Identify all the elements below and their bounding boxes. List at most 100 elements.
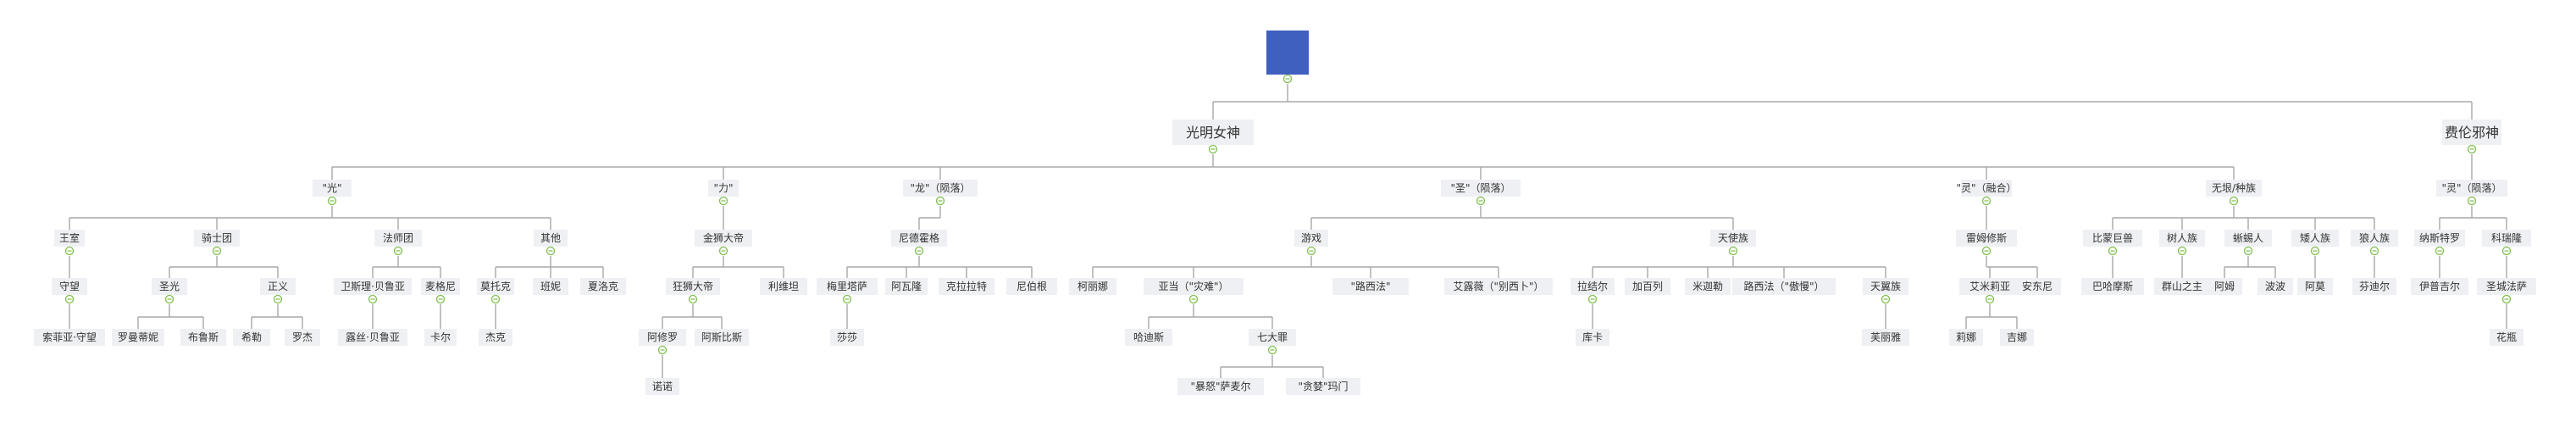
tree-node-e1a[interactable]: 艾米莉亚 [1959, 278, 2020, 295]
tree-node-a1a[interactable]: 守望 [52, 278, 87, 295]
tree-node-b1a1a[interactable]: 诺诺 [645, 378, 679, 395]
tree-node-d2e[interactable]: 天翼族 [1863, 278, 1908, 295]
tree-node-a1[interactable]: 王室 [54, 230, 85, 247]
node-label: 莎莎 [837, 331, 857, 343]
tree-node-g5[interactable]: "灵"（融合） [1956, 180, 2017, 197]
tree-node-f1a[interactable]: 巴哈摩斯 [2081, 278, 2144, 295]
node-box [1862, 329, 1909, 346]
tree-node-a1a1[interactable]: 索菲亚·守望 [34, 329, 105, 346]
tree-node-h2a1[interactable]: 花瓶 [2490, 329, 2523, 346]
tree-node-n1[interactable]: 光明女神 [1172, 120, 1254, 145]
node-box [645, 378, 679, 395]
tree-node-root[interactable] [1266, 31, 1309, 75]
node-label: 正义 [268, 281, 288, 292]
tree-node-f1[interactable]: 比蒙巨兽 [2083, 230, 2142, 247]
tree-node-a3b1[interactable]: 卡尔 [424, 329, 457, 346]
tree-node-d1a[interactable]: 柯丽娜 [1069, 278, 1116, 295]
tree-node-h2a[interactable]: 圣城法萨 [2477, 278, 2536, 295]
connector-d1b [1148, 304, 1273, 329]
tree-node-a2a2[interactable]: 布鲁斯 [180, 329, 226, 346]
tree-node-c1d[interactable]: 尼伯根 [1006, 278, 1057, 295]
tree-node-d1b1[interactable]: 哈迪斯 [1125, 329, 1172, 346]
tree-node-a3a[interactable]: 卫斯理·贝鲁亚 [334, 278, 412, 295]
tree-node-f5[interactable]: 狼人族 [2351, 230, 2398, 247]
tree-node-f5a[interactable]: 芬迪尔 [2352, 278, 2396, 295]
tree-node-g7[interactable]: "灵"（陨落） [2436, 180, 2507, 197]
tree-node-f2[interactable]: 树人族 [2159, 230, 2205, 247]
node-label: 费伦邪神 [2445, 125, 2499, 141]
tree-node-e1a1[interactable]: 莉娜 [1949, 329, 1983, 346]
tree-node-e1[interactable]: 雷姆修斯 [1956, 230, 2017, 247]
tree-node-d1[interactable]: 游戏 [1294, 230, 1328, 247]
tree-node-h1[interactable]: 纳斯特罗 [2414, 230, 2465, 247]
connector-g4 [1310, 206, 1734, 230]
node-box [52, 278, 87, 295]
node-label: 芬迪尔 [2359, 280, 2390, 292]
tree-node-c1a[interactable]: 梅里塔萨 [817, 278, 878, 295]
tree-node-d2c[interactable]: 米迦勒 [1685, 278, 1731, 295]
tree-node-d2e1[interactable]: 芙丽雅 [1862, 329, 1909, 346]
tree-node-h2[interactable]: 科瑞隆 [2482, 230, 2531, 247]
tree-node-g4[interactable]: "圣"（陨落） [1441, 180, 1521, 197]
tree-node-d2b[interactable]: 加百列 [1625, 278, 1670, 295]
tree-node-a2b1[interactable]: 希勒 [233, 329, 270, 346]
tree-node-b1a2[interactable]: 阿斯比斯 [695, 329, 749, 346]
tree-node-d1b2b[interactable]: "贪婪"玛门 [1286, 378, 1360, 395]
node-label: 米迦勒 [1692, 281, 1723, 292]
tree-node-d1b[interactable]: 亚当（"灾难"） [1144, 278, 1244, 295]
tree-node-a2[interactable]: 骑士团 [194, 230, 240, 247]
tree-node-d2d[interactable]: 路西法（"傲慢"） [1732, 278, 1836, 295]
tree-node-a4b[interactable]: 班妮 [533, 278, 568, 295]
tree-node-f2a[interactable]: 群山之主 [2154, 278, 2210, 295]
tree-node-h1a[interactable]: 伊普吉尔 [2411, 278, 2468, 295]
tree-node-a3a1[interactable]: 露丝·贝鲁亚 [338, 329, 407, 346]
node-label: 科瑞隆 [2491, 231, 2522, 244]
node-label: 守望 [59, 281, 80, 292]
node-box [666, 278, 720, 295]
tree-node-f3a[interactable]: 阿姆 [2207, 278, 2242, 295]
node-box [313, 180, 352, 197]
tree-node-g3[interactable]: "龙"（陨落） [903, 180, 978, 197]
tree-node-a4c[interactable]: 夏洛克 [580, 278, 626, 295]
tree-node-a4[interactable]: 其他 [534, 230, 568, 247]
tree-node-b1b[interactable]: 利维坦 [760, 278, 807, 295]
tree-node-g6[interactable]: 无垠/种族 [2206, 180, 2262, 197]
tree-node-a2b[interactable]: 正义 [260, 278, 296, 295]
tree-node-a4a1[interactable]: 杰克 [479, 329, 512, 346]
tree-node-b1a1[interactable]: 阿修罗 [639, 329, 686, 346]
tree-node-n2[interactable]: 费伦邪神 [2442, 120, 2501, 145]
tree-node-c1c[interactable]: 克拉拉特 [939, 278, 994, 295]
tree-node-c1a1[interactable]: 莎莎 [830, 329, 864, 346]
node-box [1177, 378, 1264, 395]
tree-node-f3[interactable]: 蜥蜴人 [2224, 230, 2272, 247]
tree-node-f4a[interactable]: 阿莫 [2297, 278, 2333, 295]
connector-g7 [2439, 206, 2507, 230]
tree-node-a3b[interactable]: 麦格尼 [421, 278, 460, 295]
tree-node-f4[interactable]: 矮人族 [2291, 230, 2339, 247]
tree-node-d2a1[interactable]: 库卡 [1576, 329, 1609, 346]
root-node-box[interactable] [1266, 31, 1309, 75]
tree-node-b1a[interactable]: 狂狮大帝 [666, 278, 720, 295]
tree-node-g1[interactable]: "光" [313, 180, 352, 197]
tree-node-g2[interactable]: "力" [708, 180, 739, 197]
tree-node-e1b[interactable]: 安东尼 [2014, 278, 2061, 295]
tree-node-b1[interactable]: 金狮大帝 [695, 230, 752, 247]
tree-node-c1b[interactable]: 阿瓦隆 [885, 278, 928, 295]
tree-node-d2[interactable]: 天使族 [1710, 230, 1756, 247]
node-label: 诺诺 [652, 381, 673, 392]
tree-node-a3[interactable]: 法师团 [374, 230, 422, 247]
node-box [1444, 278, 1553, 295]
tree-node-a2a[interactable]: 圣光 [152, 278, 187, 295]
tree-node-d1b2a[interactable]: "暴怒"萨麦尔 [1177, 378, 1264, 395]
node-label: 波波 [2265, 281, 2285, 292]
tree-node-d1d[interactable]: 艾露薇（"别西卜"） [1444, 278, 1553, 295]
tree-node-d1c[interactable]: "路西法" [1332, 278, 1409, 295]
tree-node-a2a1[interactable]: 罗曼蒂妮 [112, 329, 164, 346]
tree-node-d1b2[interactable]: 七大罪 [1249, 329, 1296, 346]
tree-node-f3b[interactable]: 波波 [2257, 278, 2293, 295]
tree-node-a2b2[interactable]: 罗杰 [285, 329, 320, 346]
tree-node-a4a[interactable]: 莫托克 [477, 278, 514, 295]
tree-node-d2a[interactable]: 拉结尔 [1571, 278, 1615, 295]
tree-node-e1a2[interactable]: 吉娜 [2000, 329, 2034, 346]
tree-node-c1[interactable]: 尼德霍格 [891, 230, 947, 247]
